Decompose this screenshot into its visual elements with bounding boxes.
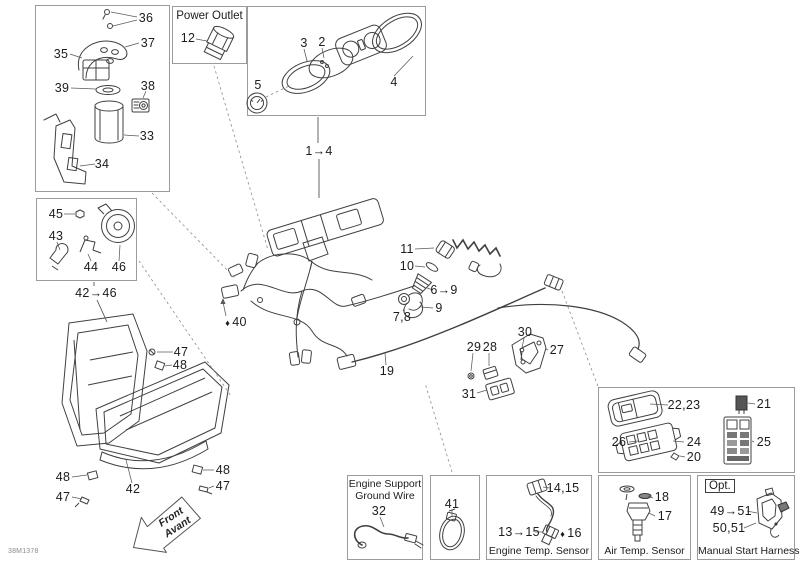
callout-47-left: 47 xyxy=(55,490,71,504)
ground-wire-title-line1: Engine Support xyxy=(348,478,422,490)
callout-45: 45 xyxy=(48,207,64,221)
callout-43: 43 xyxy=(48,229,64,243)
callout-21: 21 xyxy=(756,397,772,411)
callout-6-9: 6→9 xyxy=(430,283,458,297)
engine-temp-sensor-drawing xyxy=(526,478,560,546)
callout-35: 35 xyxy=(53,47,69,61)
front-direction-arrow: Front Avant xyxy=(132,496,201,553)
callout-38: 38 xyxy=(140,79,156,93)
callout-48-left: 48 xyxy=(55,470,71,484)
power-outlet-title: Power Outlet xyxy=(176,10,243,22)
manual-start-harness-drawing xyxy=(756,487,790,538)
callout-4: 4 xyxy=(390,75,398,89)
callout-11: 11 xyxy=(400,242,414,256)
air-temp-sensor-title: Air Temp. Sensor xyxy=(604,545,685,557)
horn-lamp-drawing xyxy=(49,203,135,271)
callout-34: 34 xyxy=(94,157,110,171)
callout-33: 33 xyxy=(139,129,155,143)
callout-17: 17 xyxy=(657,509,673,523)
callout-5: 5 xyxy=(254,78,262,92)
ground-wire-title-line2: Ground Wire xyxy=(355,490,415,502)
callout-3: 3 xyxy=(300,36,308,50)
fuse-box-drawing xyxy=(607,390,752,465)
fuse-box-group-box xyxy=(598,387,795,473)
callout-44: 44 xyxy=(83,260,99,274)
callout-49-51: 49→51 xyxy=(710,504,752,518)
callout-50-51: 50,51 xyxy=(712,521,746,535)
starter-assembly-drawing xyxy=(43,9,150,185)
manual-start-harness-title: Manual Start Harness xyxy=(698,545,800,557)
loctite-drop-icon: ♦ xyxy=(560,529,566,539)
callout-25: 25 xyxy=(756,435,772,449)
callout-40-text: 40 xyxy=(232,315,247,329)
callout-9: 9 xyxy=(435,301,443,315)
engine-temp-sensor-title: Engine Temp. Sensor xyxy=(488,545,590,557)
callout-13-15: 13→15 xyxy=(498,525,540,539)
opt-label: Opt. xyxy=(705,479,735,493)
callout-41: 41 xyxy=(444,497,460,511)
reference-dashed-lines xyxy=(138,65,600,473)
callout-29: 29 xyxy=(466,340,482,354)
callout-1-4: 1→4 xyxy=(305,144,333,158)
loctite-drop-icon: ♦ xyxy=(225,318,231,328)
callout-7-8: 7,8 xyxy=(392,310,412,324)
callout-2: 2 xyxy=(318,35,326,49)
callout-47-right: 47 xyxy=(215,479,231,493)
callout-20: 20 xyxy=(686,450,702,464)
air-temp-sensor-box: Air Temp. Sensor xyxy=(598,475,691,560)
callout-46: 46 xyxy=(111,260,127,274)
callout-16: ♦16 xyxy=(560,526,581,540)
gauges-group-box xyxy=(247,6,426,116)
callout-16-text: 16 xyxy=(567,526,582,540)
callout-18: 18 xyxy=(654,490,670,504)
callout-37: 37 xyxy=(140,36,156,50)
callout-31: 31 xyxy=(461,387,477,401)
callout-26: 26 xyxy=(611,435,627,449)
callout-12: 12 xyxy=(180,31,196,45)
horn-group-box xyxy=(36,198,137,281)
ground-wire-box: Engine Support Ground Wire xyxy=(347,475,423,560)
wiring-harness-drawing xyxy=(221,252,415,370)
manual-start-harness-box: Opt. Manual Start Harness xyxy=(697,475,800,560)
callout-27: 27 xyxy=(549,343,565,357)
air-temp-sensor-drawing xyxy=(619,485,652,542)
steering-bracket-drawing xyxy=(467,333,547,401)
callout-leader-lines xyxy=(56,11,758,533)
callout-36: 36 xyxy=(138,11,154,25)
callout-24: 24 xyxy=(686,435,702,449)
power-outlet-drawing xyxy=(203,25,235,61)
power-outlet-box: Power Outlet xyxy=(172,6,247,64)
callout-48-right: 48 xyxy=(215,463,231,477)
callout-30: 30 xyxy=(517,325,533,339)
callout-39: 39 xyxy=(54,81,70,95)
callout-42: 42 xyxy=(125,482,141,496)
callout-47-top: 47 xyxy=(173,345,189,359)
callout-42-46: 42→46 xyxy=(75,286,117,300)
callout-19: 19 xyxy=(379,364,395,378)
callout-32: 32 xyxy=(371,504,387,518)
group-label-lines xyxy=(93,117,320,323)
starter-group-box xyxy=(35,5,170,192)
callout-48-top: 48 xyxy=(172,358,188,372)
ground-wire-drawing xyxy=(353,524,424,549)
main-harness-wire-drawing xyxy=(351,274,647,363)
headlight-drawing xyxy=(61,313,230,508)
callout-40: ♦40 xyxy=(225,315,246,329)
tether-cord-drawing xyxy=(398,238,502,319)
gauge-support-drawing xyxy=(266,198,384,271)
o-ring-box xyxy=(430,475,480,560)
gauge-cluster-drawing xyxy=(246,12,422,114)
engine-temp-sensor-box: Engine Temp. Sensor xyxy=(486,475,592,560)
document-number: 38M1378 xyxy=(8,548,39,555)
callout-22-23: 22,23 xyxy=(667,398,701,412)
callout-14-15: 14,15 xyxy=(546,481,580,495)
callout-10: 10 xyxy=(399,259,415,273)
callout-28: 28 xyxy=(482,340,498,354)
